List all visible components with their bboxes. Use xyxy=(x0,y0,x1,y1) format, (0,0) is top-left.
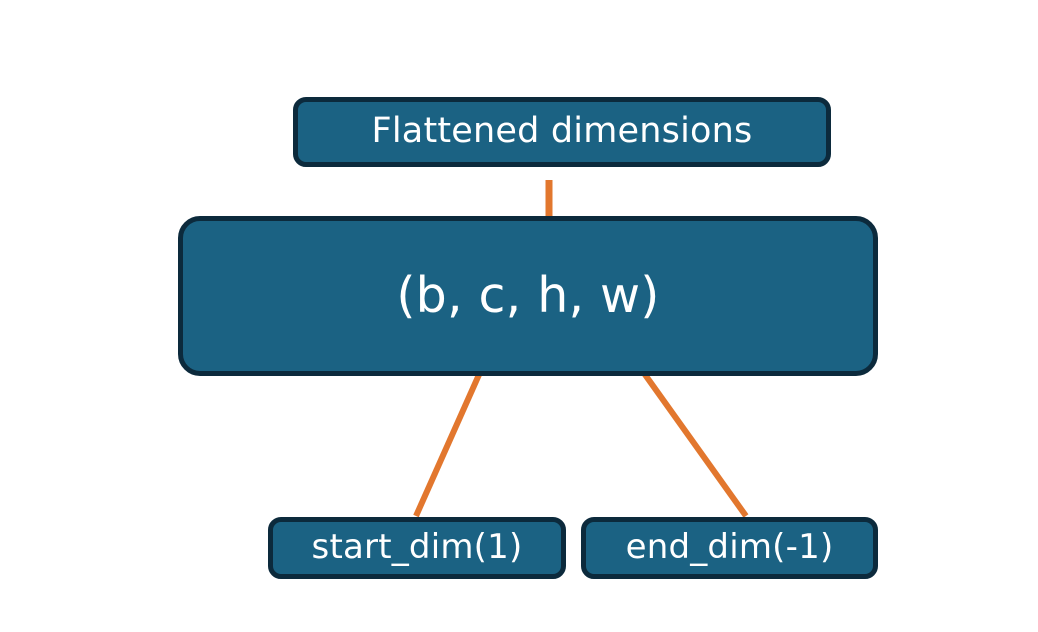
flattened-dimensions-label: Flattened dimensions xyxy=(371,110,753,151)
start-dim-label: start_dim(1) xyxy=(311,527,523,567)
start-dim-box[interactable]: start_dim(1) xyxy=(268,517,566,579)
tensor-shape-box[interactable]: (b, c, h, w) xyxy=(178,216,878,376)
tensor-shape-label: (b, c, h, w) xyxy=(396,266,660,324)
end-dim-box[interactable]: end_dim(-1) xyxy=(581,517,878,579)
flattened-dimensions-box[interactable]: Flattened dimensions xyxy=(293,97,831,167)
end-dim-label: end_dim(-1) xyxy=(625,527,834,567)
